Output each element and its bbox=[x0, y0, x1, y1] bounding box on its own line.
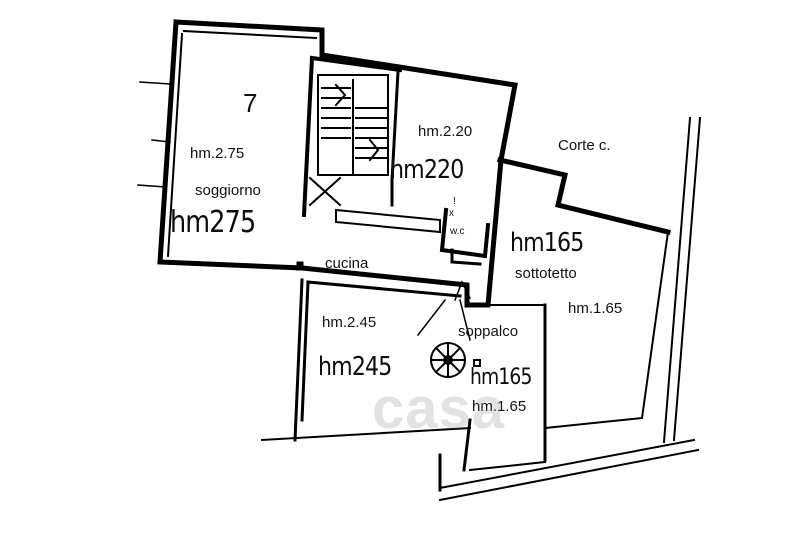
upper-room-hand-height: hm220 bbox=[390, 155, 464, 185]
corte-label: Corte c. bbox=[558, 137, 611, 154]
watermark-text: casa bbox=[372, 376, 506, 441]
lower-room-hand-height: hm245 bbox=[318, 352, 392, 382]
wc-x-mark: x bbox=[449, 208, 454, 219]
wall-wc bbox=[439, 207, 491, 259]
street-line-left bbox=[260, 426, 472, 442]
soppalco-hand-height: hm165 bbox=[470, 365, 532, 390]
cucina-label: cucina bbox=[325, 255, 369, 272]
wc-label: w.c bbox=[450, 226, 465, 237]
wall-soppalco-bottom bbox=[468, 460, 547, 472]
wall-wc-side bbox=[450, 248, 482, 266]
sottotetto-hand-height: hm165 bbox=[510, 228, 584, 258]
small-square bbox=[473, 359, 481, 367]
soggiorno-name: soggiorno bbox=[195, 182, 261, 199]
upper-room-height: hm.2.20 bbox=[418, 123, 473, 140]
wall-ticks bbox=[137, 81, 171, 188]
wall-lower-top bbox=[306, 280, 462, 298]
wall-partition-stair bbox=[301, 55, 403, 218]
soppalco-name: soppalco bbox=[458, 323, 519, 340]
sottotetto-name: sottotetto bbox=[515, 265, 577, 282]
lower-room-height: hm.2.45 bbox=[322, 314, 377, 331]
sottotetto-height: hm.1.65 bbox=[568, 300, 623, 317]
wall-soppalco-right bbox=[438, 303, 547, 492]
spiral-stair bbox=[430, 342, 466, 378]
soppalco-height: hm.1.65 bbox=[472, 398, 527, 415]
kitchen-counter bbox=[335, 208, 441, 234]
wc-mark: ! bbox=[453, 196, 456, 207]
soggiorno-height: hm.2.75 bbox=[190, 145, 245, 162]
soggiorno-number: 7 bbox=[243, 88, 258, 118]
crossed-box bbox=[308, 176, 342, 207]
street-line-bottom bbox=[438, 438, 700, 502]
door-swing bbox=[416, 298, 471, 341]
column-mark bbox=[296, 261, 304, 271]
wall-upper-unit-inner bbox=[166, 29, 318, 258]
wall-lower-unit bbox=[293, 278, 310, 442]
wall-stair-right bbox=[390, 70, 400, 207]
staircase bbox=[317, 74, 389, 176]
soggiorno-hand-height: hm275 bbox=[170, 205, 256, 240]
door-arrow bbox=[454, 280, 472, 301]
wall-corte bbox=[497, 157, 672, 236]
street-line-right-outer bbox=[662, 116, 702, 444]
